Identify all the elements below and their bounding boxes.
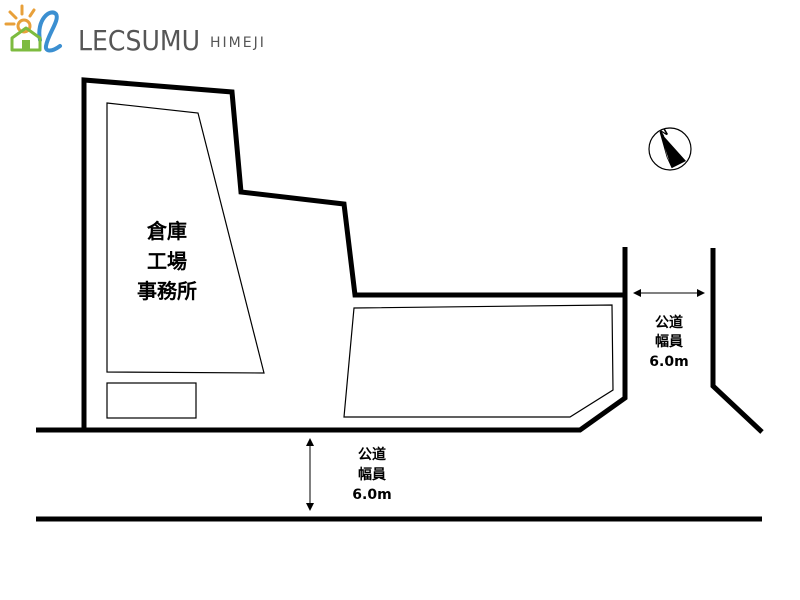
small-structure <box>106 382 197 419</box>
right-road-width: 6.0m <box>649 354 688 370</box>
compass-letter: N <box>659 128 671 140</box>
logo-brand-text: LECSUMU <box>78 24 200 57</box>
lecsumu-logo: LECSUMU HIMEJI <box>4 4 266 57</box>
logo-area-text: HIMEJI <box>210 35 266 51</box>
building-footprint <box>106 102 265 374</box>
building-label-line-2: 工場 <box>147 249 187 273</box>
arrowhead-up-icon <box>306 438 314 446</box>
north-arrow-icon: N <box>648 127 692 171</box>
building-label: 倉庫 工場 事務所 <box>137 219 197 303</box>
right-road-line-2: 幅員 <box>655 333 683 350</box>
right-road-dimension: 公道 幅員 6.0m <box>633 289 705 370</box>
site-boundary <box>81 77 625 428</box>
arrowhead-left-icon <box>633 289 641 297</box>
bottom-road-width: 6.0m <box>352 487 391 503</box>
parking-area <box>343 304 614 418</box>
arrowhead-right-icon <box>697 289 705 297</box>
bottom-road-line-1: 公道 <box>358 446 386 463</box>
logo-mark-icon <box>4 4 62 53</box>
bottom-road-line-2: 幅員 <box>358 466 386 483</box>
bottom-road-edge-upper <box>36 247 628 433</box>
bottom-road-dimension: 公道 幅員 6.0m <box>306 438 392 511</box>
right-road-line-1: 公道 <box>655 314 683 331</box>
right-road-edge <box>710 248 764 434</box>
building-label-line-1: 倉庫 <box>146 219 187 243</box>
building-label-line-3: 事務所 <box>137 279 197 303</box>
arrowhead-down-icon <box>306 503 314 511</box>
